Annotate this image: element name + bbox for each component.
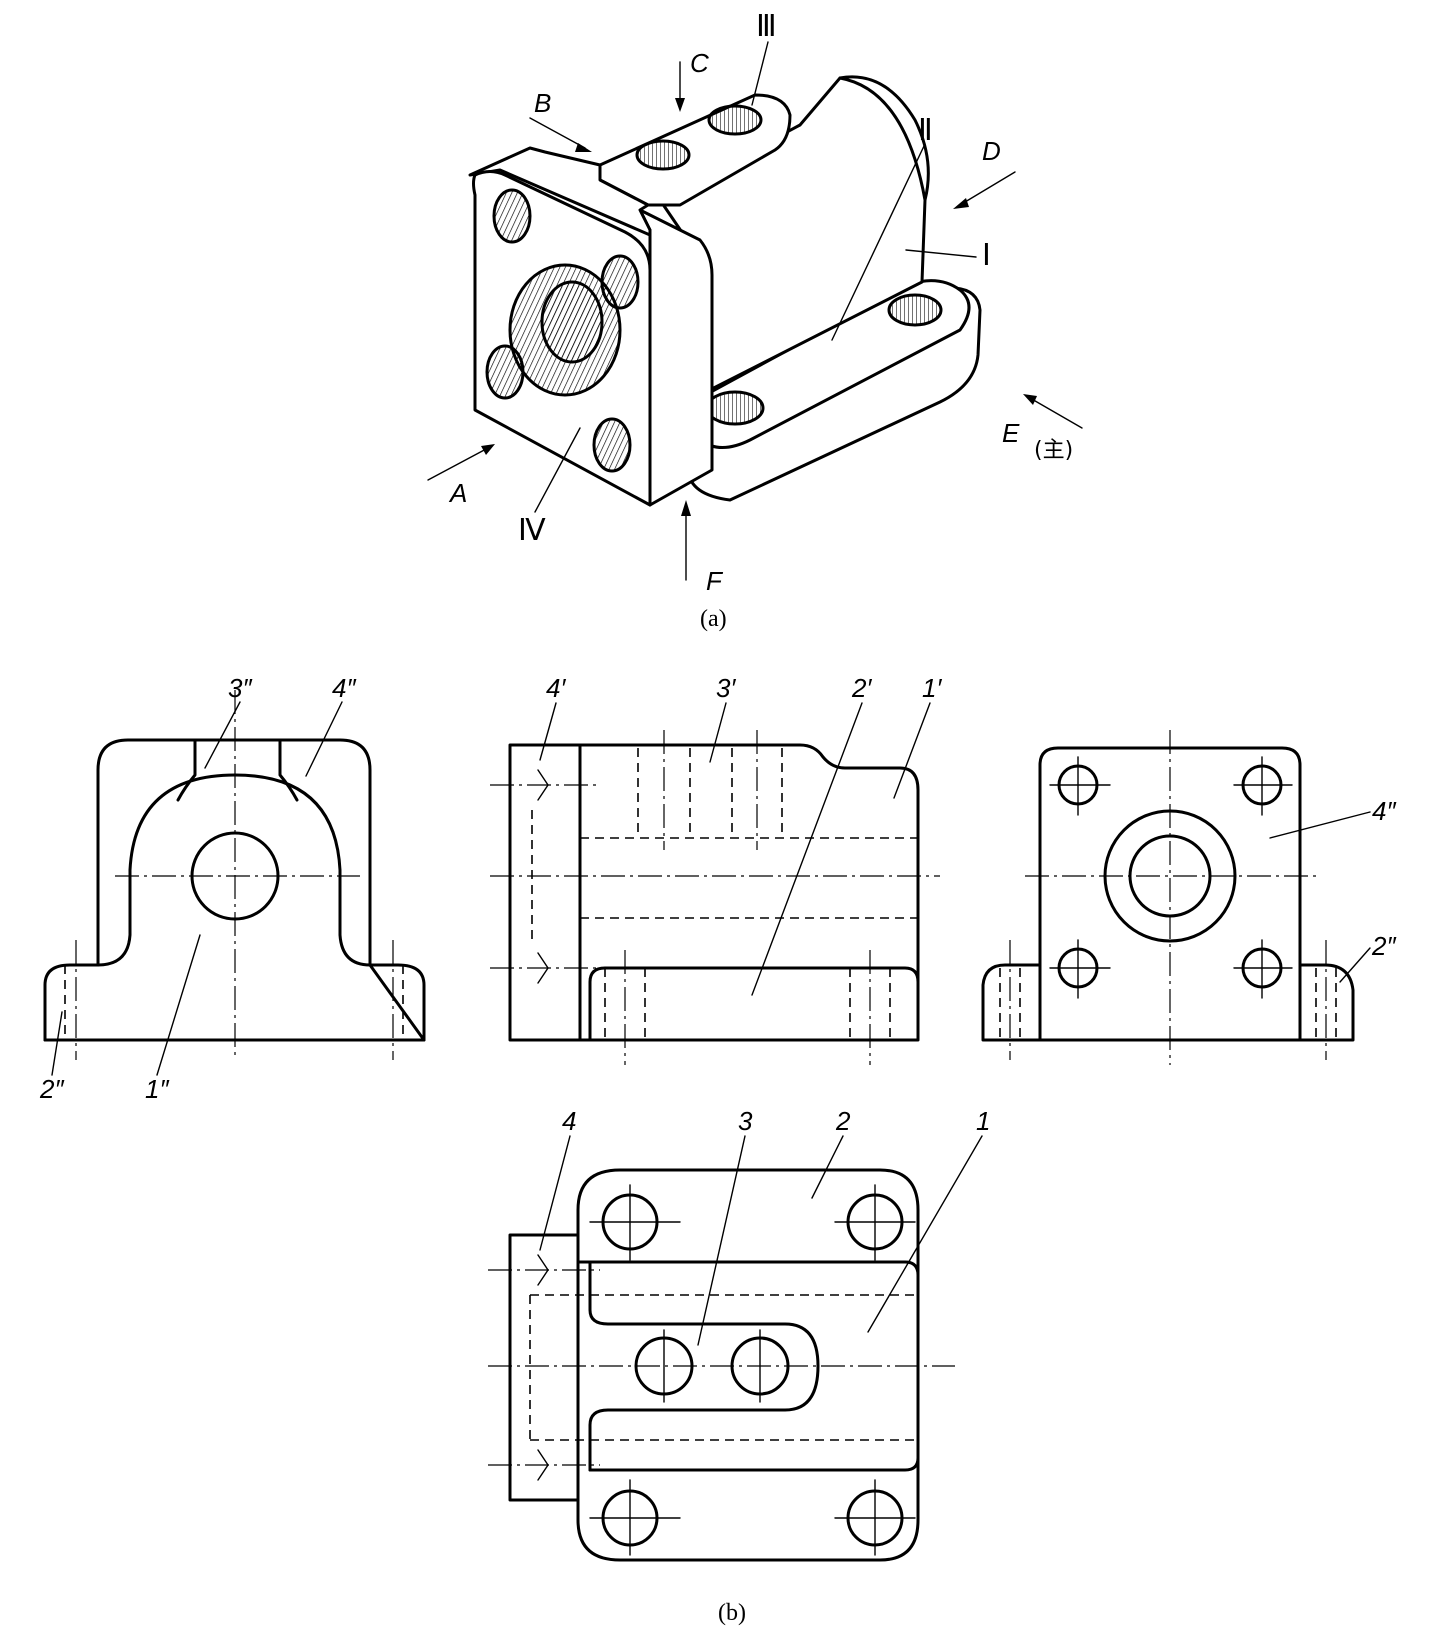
arrow-d [953,171,1016,209]
left-label-2: 2″ [39,1074,64,1104]
front-leader-3 [709,702,727,763]
base-hole-back [887,293,943,327]
top-thread-marks [537,1254,549,1481]
label-e-note: (主) [1034,438,1073,463]
arrow-b [529,117,592,152]
caption-a: (a) [700,606,727,632]
left-label-3: 3″ [228,673,252,703]
left-leader-1 [156,934,201,1076]
flange-top [468,146,652,237]
leader-ii [831,145,925,341]
left-label-1: 1″ [145,1074,169,1104]
right-leader-4 [1269,811,1371,839]
leader-i [905,249,977,258]
label-f: F [706,566,724,596]
arrow-f [681,500,691,581]
boss-hole-1 [635,139,691,171]
front-label-4: 4′ [546,673,566,703]
arrow-e [1023,394,1083,429]
left-upright-outline [96,738,372,967]
flange-bore [540,280,604,364]
arrow-c [675,61,685,112]
left-leader-3 [204,701,241,769]
front-base [588,966,920,1042]
leader-iii [751,41,769,106]
top-label-3: 3 [738,1106,753,1136]
label-c: C [690,48,709,78]
front-leader-4 [539,702,557,761]
label-d: D [982,136,1001,166]
left-base-outline [43,963,426,1042]
label-a: A [448,478,467,508]
left-upright-inner [96,773,372,967]
top-leader-1 [867,1135,983,1333]
base-hole-front [705,390,765,426]
top-leader-4 [539,1135,571,1251]
front-leader-2 [751,702,863,996]
left-boss [176,738,299,802]
right-label-2: 2″ [1371,931,1396,961]
top-leader-3 [697,1135,746,1346]
flange-hole-br [592,417,632,473]
left-leader-2 [51,1011,63,1076]
front-label-3: 3′ [716,673,736,703]
left-leader-4 [305,701,343,777]
top-upright-lower [588,1456,920,1472]
front-leader-1 [893,702,931,799]
caption-b: (b) [718,1600,746,1626]
flange-hole-tl [492,188,532,244]
arch-edge [838,76,927,202]
top-leader-2 [811,1135,844,1199]
left-label-4: 4″ [332,673,356,703]
left-side-view: 3″ 4″ 2″ 1″ [39,673,426,1104]
arrow-a [427,444,495,481]
right-label-4: 4″ [1372,796,1396,826]
right-base-outline [981,963,1355,1042]
isometric-view: A B C D E (主) F Ⅲ Ⅱ Ⅰ [427,10,1083,632]
front-label-2: 2′ [851,673,872,703]
top-label-4: 4 [562,1106,576,1136]
label-iii: Ⅲ [756,10,777,43]
top-label-1: 1 [976,1106,990,1136]
flange-side [638,208,714,507]
leader-iv [534,427,581,513]
right-side-view: 4″ 2″ [981,730,1396,1065]
label-iv: Ⅳ [518,514,546,547]
front-body [578,743,920,1042]
top-label-2: 2 [835,1106,851,1136]
boss-hole-2 [707,104,763,136]
right-leader-2 [1339,947,1371,983]
top-upright-upper [576,1260,920,1277]
top-outline [576,1168,920,1562]
top-boss-outline [588,1260,820,1472]
top-view: 4 3 2 1 [488,1106,990,1562]
label-e: E [1002,418,1020,448]
front-view: 4′ 3′ 2′ 1′ [490,673,942,1065]
front-label-1: 1′ [922,673,942,703]
label-b: B [534,88,551,118]
label-ii: Ⅱ [918,114,933,147]
label-i: Ⅰ [982,239,991,272]
front-flange [508,743,582,1042]
